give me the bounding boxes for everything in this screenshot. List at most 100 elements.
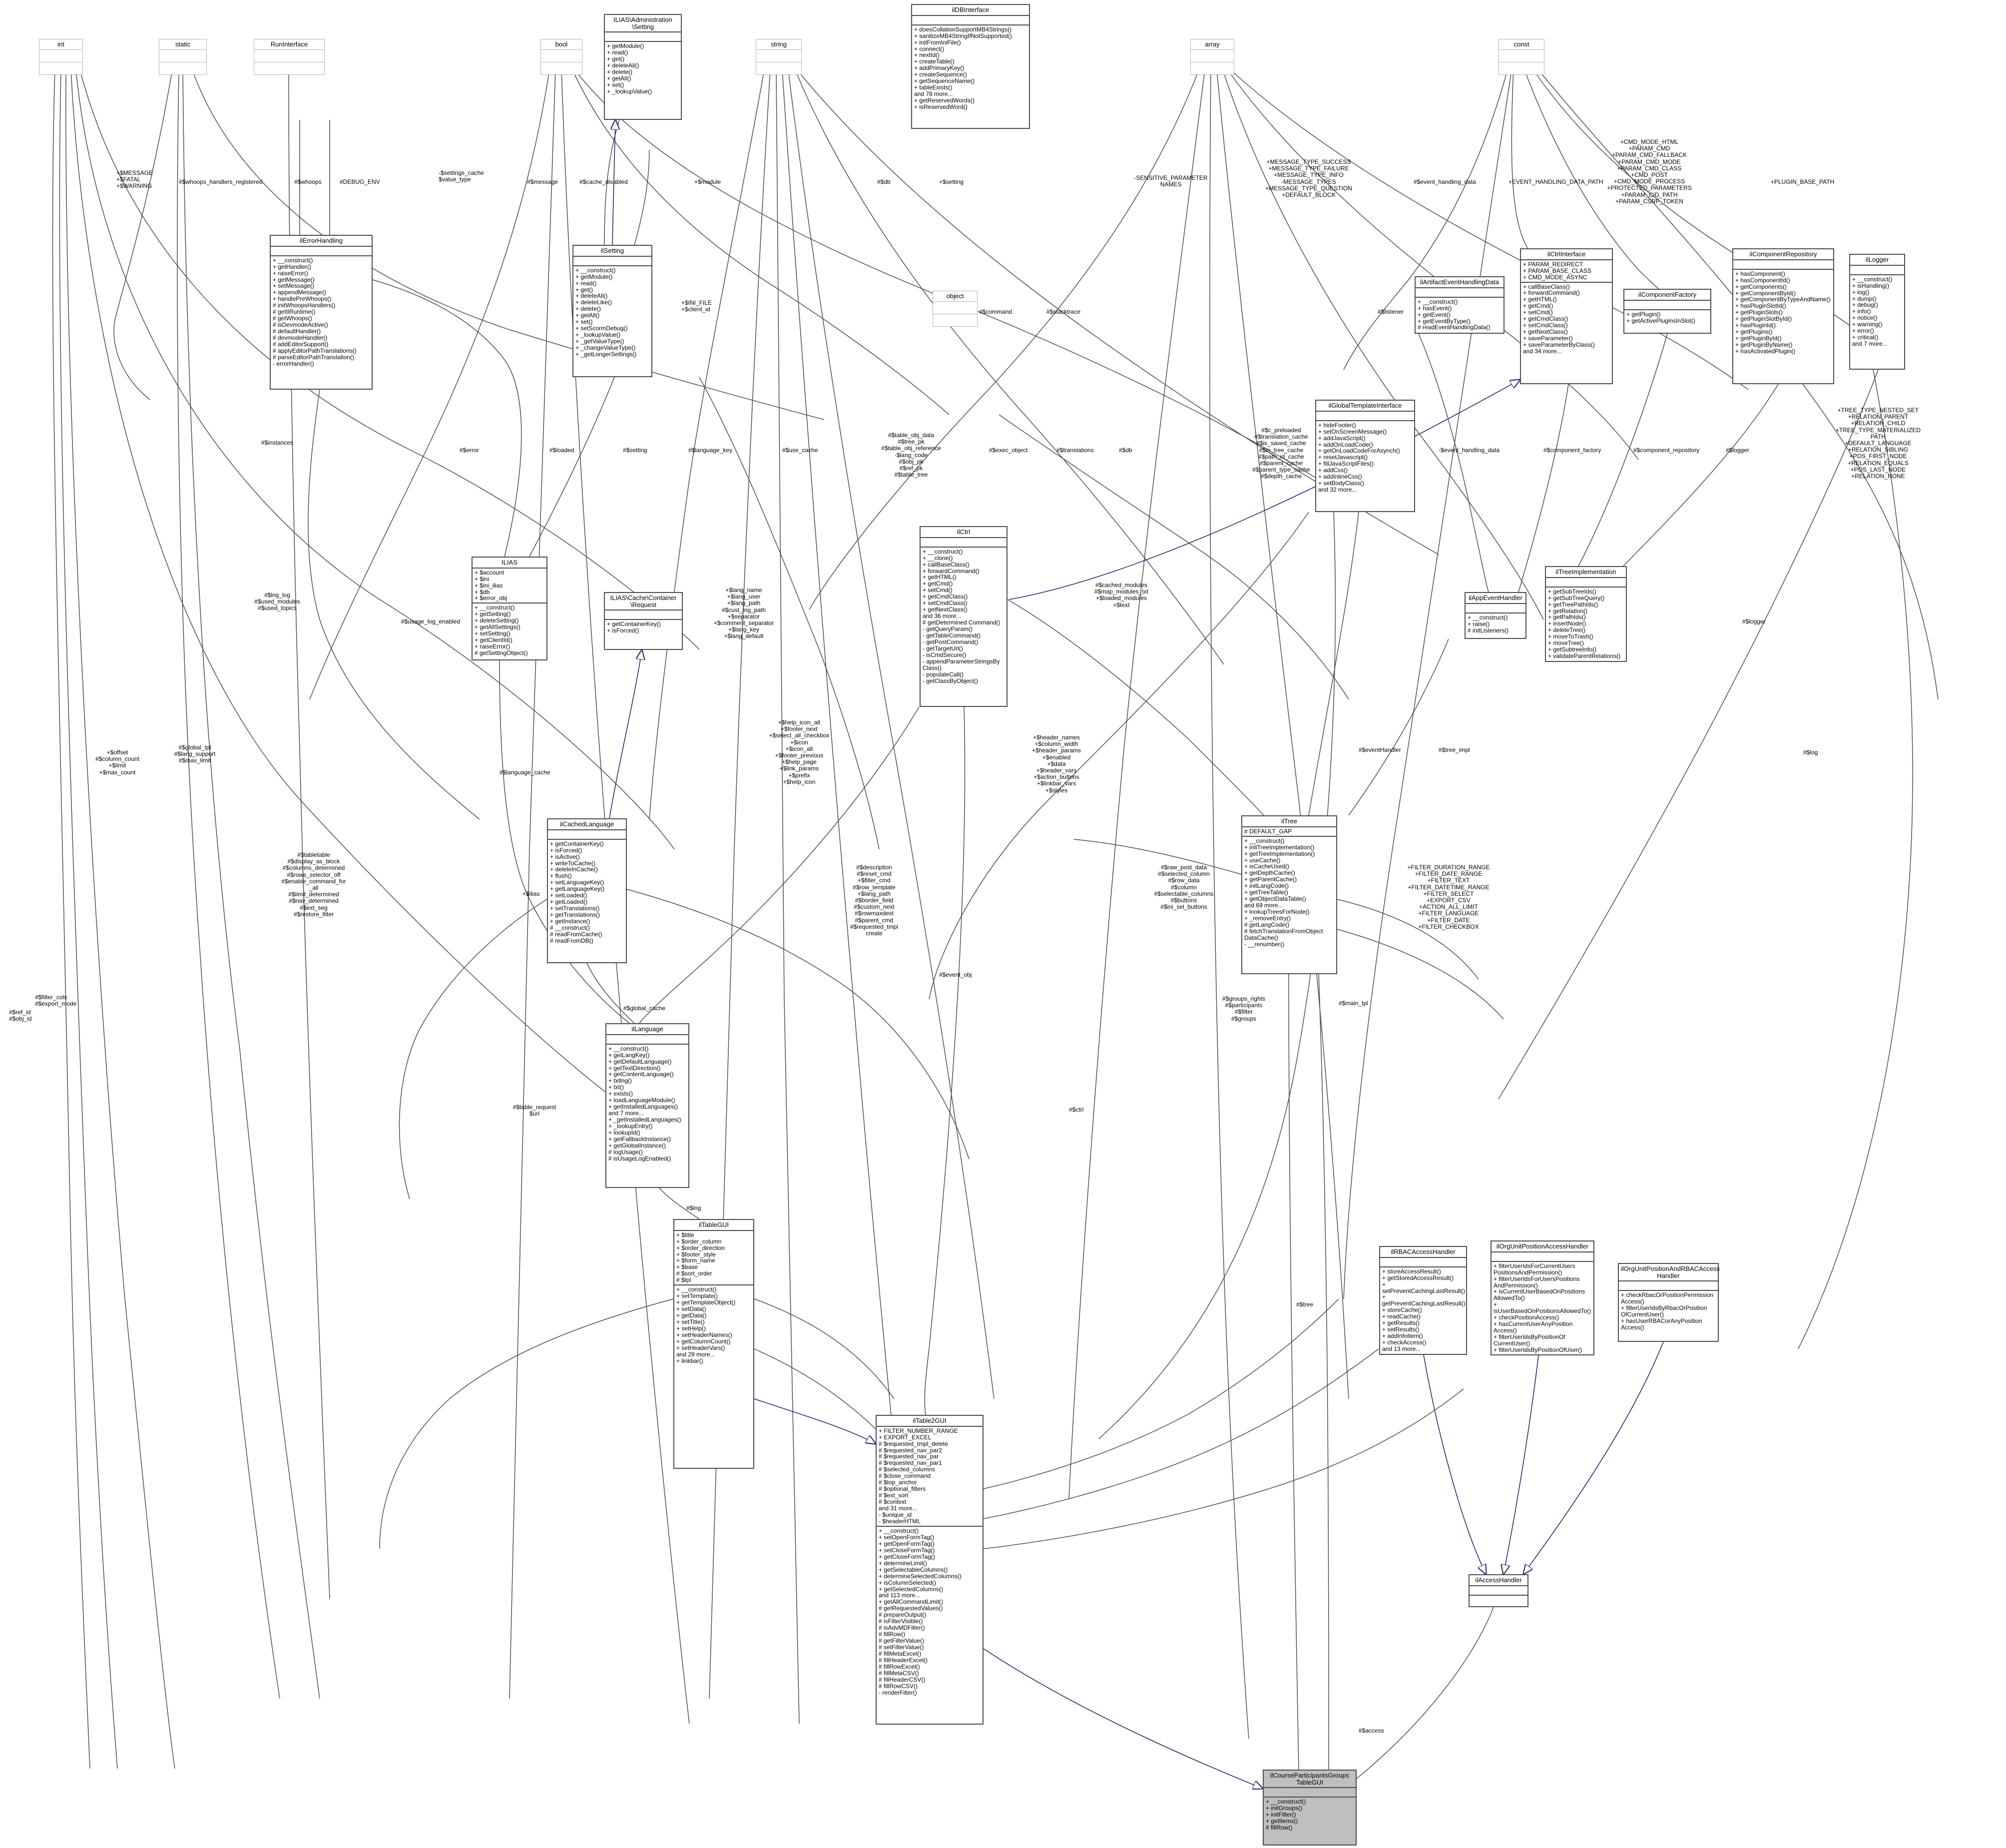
class-attribute: # DEFAULT_GAP [1244,827,1292,835]
class-operation: + setLoaded() [550,892,587,899]
class-operation: + setHeaderNames() [676,1331,732,1338]
class-node-ilComponentFactory[interactable]: ilComponentFactory+ getPlugin()+ getActi… [1623,289,1711,334]
class-operation: + __construct() [575,266,616,274]
class-operation: + setTemplate() [676,1292,718,1300]
class-node-ILIAS[interactable]: ILIAS+ $account+ $ini+ $ini_ilias+ $db+ … [472,557,547,660]
class-operation: # getFilterValue() [879,1637,925,1645]
class-node-static[interactable]: static [159,39,207,75]
class-operation: - populateCall() [923,670,964,678]
edge-label-l-ctrl: #$ctrl [1069,1106,1084,1113]
class-name: ILIAS\Administration \Setting [605,15,681,33]
class-node-ilOrgUnitPositionAndRBACAccessHandler[interactable]: ilOrgUnitPositionAndRBACAccess Handler+ … [1618,1263,1720,1342]
class-node-ilErrorHandling[interactable]: ilErrorHandling+ __construct()+ getHandl… [270,235,373,390]
class-node-ilCtrlInterface[interactable]: ilCtrlInterface+ PARAM_REDIRECT+ PARAM_B… [1520,248,1613,384]
class-node-ILIASCacheContainerRequest[interactable]: ILIAS\Cache\Container \Request+ getConta… [604,592,683,650]
class-node-ilOrgUnitPositionAccessHandler[interactable]: ilOrgUnitPositionAccessHandler+ filterUs… [1491,1240,1594,1355]
class-attributes [541,50,582,62]
class-node-const[interactable]: const [1499,39,1544,75]
class-operation: # defaultHandler() [273,328,321,335]
class-node-ILIASAdministrationSetting[interactable]: ILIAS\Administration \Setting + getModule… [604,14,682,120]
class-operations [933,314,977,326]
class-node-ilGlobalTemplateInterface[interactable]: ilGlobalTemplateInterface+ hideFooter()+… [1315,400,1415,512]
edge-label-l-setting2: #$setting [623,447,647,454]
class-operation: # isFilterVisible() [879,1618,923,1625]
class-node-bool[interactable]: bool [540,39,582,75]
class-operation: + isReservedWord() [914,103,968,111]
class-node-ilDBInterface[interactable]: ilDBInterface+ doesCollationSupportMB4St… [911,4,1030,129]
class-operation: + isForced() [550,846,582,854]
class-operation: # parseEditorPathTranslation() [273,353,354,361]
class-node-ilComponentRepository[interactable]: ilComponentRepository+ hasComponent()+ h… [1732,248,1834,384]
class-operation: + txt() [608,1084,624,1091]
class-operation: + _removeEntry() [1244,915,1291,922]
class-operation: + getInstance() [550,918,590,925]
class-attributes [933,302,977,314]
class-operation: + getFallbackInstance() [608,1135,671,1143]
class-operation: + getPluginByName() [1735,341,1793,349]
class-name: ilTable2GUI [877,1416,983,1427]
class-operation: - getQueryParam() [923,625,973,633]
class-operation: + isForced() [607,627,639,634]
class-operation: + getParentCache() [1244,876,1297,883]
class-node-ilLogger[interactable]: ilLogger+ __construct()+ isHandling()+ l… [1849,254,1905,370]
edge-label-l-message-fatal: +$MESSAGE +$FATAL +$WARNING [116,169,153,190]
class-operations: + __construct()+ setTemplate()+ getTempl… [674,1285,753,1365]
edge-label-l-tree-type-consts: +TREE_TYPE_NESTED_SET +RELATION_PARENT +… [1835,407,1921,480]
class-node-ilRBACAccessHandler[interactable]: ilRBACAccessHandler+ storeAccessResult()… [1379,1246,1467,1355]
edge-label-l-setting: +$setting [939,178,964,185]
class-operation: + forwardCommand() [1523,289,1580,297]
class-operation: + getEvent() [1418,311,1451,318]
class-node-ilAppEventHandler[interactable]: ilAppEventHandler+ __construct()+ raise(… [1465,592,1526,639]
class-operation: + getPreventCachingLastResult() [1382,1293,1466,1307]
edge-label-l-groups-rights: #$groups_rights #$participants #$filter … [1222,995,1266,1022]
class-operation: + setSetting() [475,630,510,637]
class-node-ilCtrl[interactable]: ilCtrl+ __construct()+ __clone()+ callBa… [920,526,1007,707]
class-node-ilSetting[interactable]: ilSetting+ __construct()+ getModule()+ r… [572,245,652,377]
class-node-string[interactable]: string [756,39,802,75]
class-operation: + notice() [1852,314,1878,322]
class-operation: # fillRow() [879,1631,906,1638]
edge-label-l-offset: +$offset #$column_count +$limit +$max_co… [95,749,140,776]
class-node-ilAccessHandler[interactable]: ilAccessHandler [1469,1574,1528,1607]
class-node-ilArtifactEventHandlingData[interactable]: ilArtifactEventHandlingData+ __construct… [1415,276,1504,334]
class-operation: # fillHeaderCSV() [879,1676,926,1683]
class-node-ilTable2GUI[interactable]: ilTable2GUI+ FILTER_NUMBER_RANGE+ EXPORT… [876,1415,984,1725]
class-node-ilCourseParticipantsGroupsTableGUI[interactable]: ilCourseParticipantsGroups TableGUI+ __c… [1263,1770,1357,1846]
class-attributes [1850,266,1904,275]
class-node-ilTree[interactable]: ilTree# DEFAULT_GAP+ __construct()+ init… [1241,815,1337,974]
class-attributes [1316,412,1414,421]
class-operation: + getModule() [607,42,644,50]
class-operation: + nextId() [914,51,940,59]
class-node-object[interactable]: object [933,291,978,327]
edge-label-l-logger2: #$logger [1742,618,1766,625]
class-node-int[interactable]: int [39,39,83,75]
class-node-array[interactable]: array [1190,39,1234,75]
class-node-ilCachedLanguage[interactable]: ilCachedLanguage+ getContainerKey()+ isF… [547,818,627,963]
class-operations: + hideFooter()+ setOnScreenMessage()+ ad… [1316,421,1414,494]
class-operation: # addEditorSupport() [273,341,329,348]
class-operation: + getTemplateObject() [676,1299,736,1306]
class-operation: + getCmd() [1523,302,1553,310]
class-operation: + getPathIds() [1548,614,1586,621]
class-node-RunInterface[interactable]: RunInterface [254,39,325,75]
class-operation: # fillRowExcel() [879,1663,920,1670]
edge-label-l-message: #$message [527,178,558,185]
class-operation: + warning() [1852,321,1883,328]
class-name: ilDBInterface [912,5,1029,16]
class-operations: + getContainerKey()+ isForced()+ isActiv… [548,840,626,945]
edge-label-l-main-tpl: #$main_tpl [1339,1000,1368,1007]
class-attribute: # $context [879,1498,907,1506]
class-operation: + setCloseFormTag() [879,1546,935,1554]
class-operation: + deleteLike() [575,299,612,306]
class-node-ilTreeImplementation[interactable]: ilTreeImplementation+ getSubTreeIds()+ g… [1545,566,1627,662]
class-operation: + getLanguageKey() [550,885,605,893]
class-node-ilTableGUI[interactable]: ilTableGUI+ $title+ $order_column+ $orde… [673,1219,754,1469]
class-operation: and 7 more... [608,1110,644,1117]
class-node-ilLanguage[interactable]: ilLanguage+ __construct()+ getLangKey()+… [605,1023,689,1188]
class-name: ilOrgUnitPositionAndRBACAccess Handler [1619,1264,1720,1282]
edge-label-l-event-handling-data2: -$event_handling_data [1439,447,1500,454]
class-attributes [1380,1258,1466,1267]
class-operation: # readFromCache() [550,930,602,938]
class-name: ilArtifactEventHandlingData [1416,277,1504,288]
class-operation: + get() [607,55,625,63]
